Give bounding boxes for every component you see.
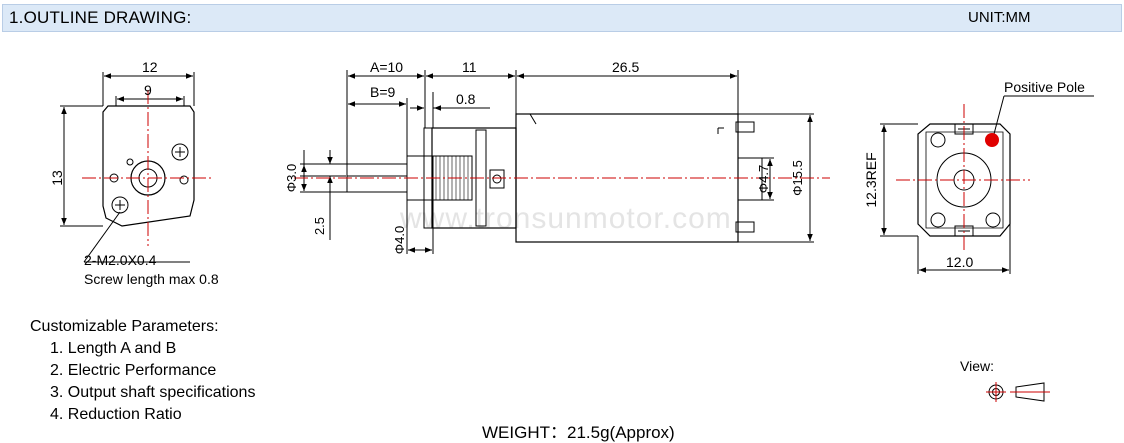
section-header: 1.OUTLINE DRAWING: UNIT:MM <box>2 4 1122 32</box>
positive-pole-label: Positive Pole <box>1004 79 1085 95</box>
dim-11-label: 11 <box>462 59 477 75</box>
dim-phi15-5-label: Φ15.5 <box>790 160 805 196</box>
projection-symbol <box>986 382 1050 402</box>
dim-12-label: 12 <box>142 59 158 75</box>
screw-length-label: Screw length max 0.8 <box>84 271 219 287</box>
front-body-outline <box>102 105 195 227</box>
unit-label: UNIT:MM <box>968 9 1031 26</box>
dim-12-3-label: 12.3REF <box>863 152 879 207</box>
rear-view <box>880 95 1094 274</box>
dim-b-label: B=9 <box>370 84 396 100</box>
dim-phi4-7-label: Φ4.7 <box>756 165 771 193</box>
param-item: 3. Output shaft specifications <box>50 384 256 401</box>
section-title: 1.OUTLINE DRAWING: <box>9 8 192 27</box>
dim-a-label: A=10 <box>370 59 403 75</box>
rear-body-outline <box>917 123 1011 237</box>
dim-12-0-label: 12.0 <box>946 254 973 270</box>
param-item: 4. Reduction Ratio <box>50 406 182 423</box>
dim-9-label: 9 <box>144 82 152 98</box>
view-label: View: <box>960 358 994 374</box>
dim-26-5-label: 26.5 <box>612 59 639 75</box>
dim-phi3-label: Φ3.0 <box>284 164 299 192</box>
weight-label: WEIGHT：21.5g(Approx) <box>482 423 675 442</box>
screw-bottom-left <box>111 196 129 214</box>
param-item: 2. Electric Performance <box>50 362 217 379</box>
customizable-parameters: Customizable Parameters: 1. Length A and… <box>30 316 255 426</box>
terminal-top <box>735 121 755 133</box>
front-view <box>60 72 195 263</box>
dim-13-label: 13 <box>49 170 65 186</box>
screw-top-right <box>171 143 189 161</box>
rear-boss <box>737 157 763 201</box>
screw-spec-label: 2-M2.0X0.4 <box>84 252 157 268</box>
side-watermark: www.tronsunmotor.com <box>399 202 732 235</box>
param-item: 1. Length A and B <box>50 340 177 357</box>
hole-right <box>179 175 189 185</box>
dim-2-5-label: 2.5 <box>312 217 327 235</box>
dim-0-8-label: 0.8 <box>456 91 476 107</box>
dim-phi4-label: Φ4.0 <box>392 226 407 254</box>
terminal-bottom <box>735 221 755 233</box>
front-centerlines <box>82 90 212 246</box>
rear-centerlines <box>896 104 1030 250</box>
positive-pole-marker <box>985 133 999 147</box>
positive-pole-leader <box>993 95 1005 135</box>
params-title: Customizable Parameters: <box>30 318 219 335</box>
